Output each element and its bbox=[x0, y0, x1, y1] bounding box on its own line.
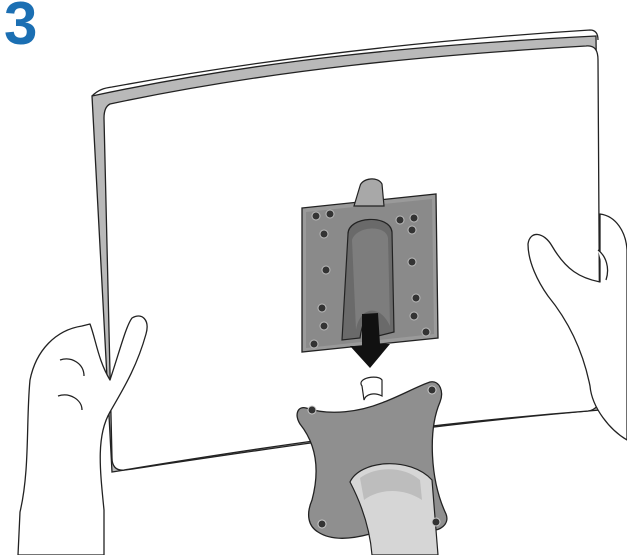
monitor-mounting-illustration bbox=[0, 0, 627, 555]
